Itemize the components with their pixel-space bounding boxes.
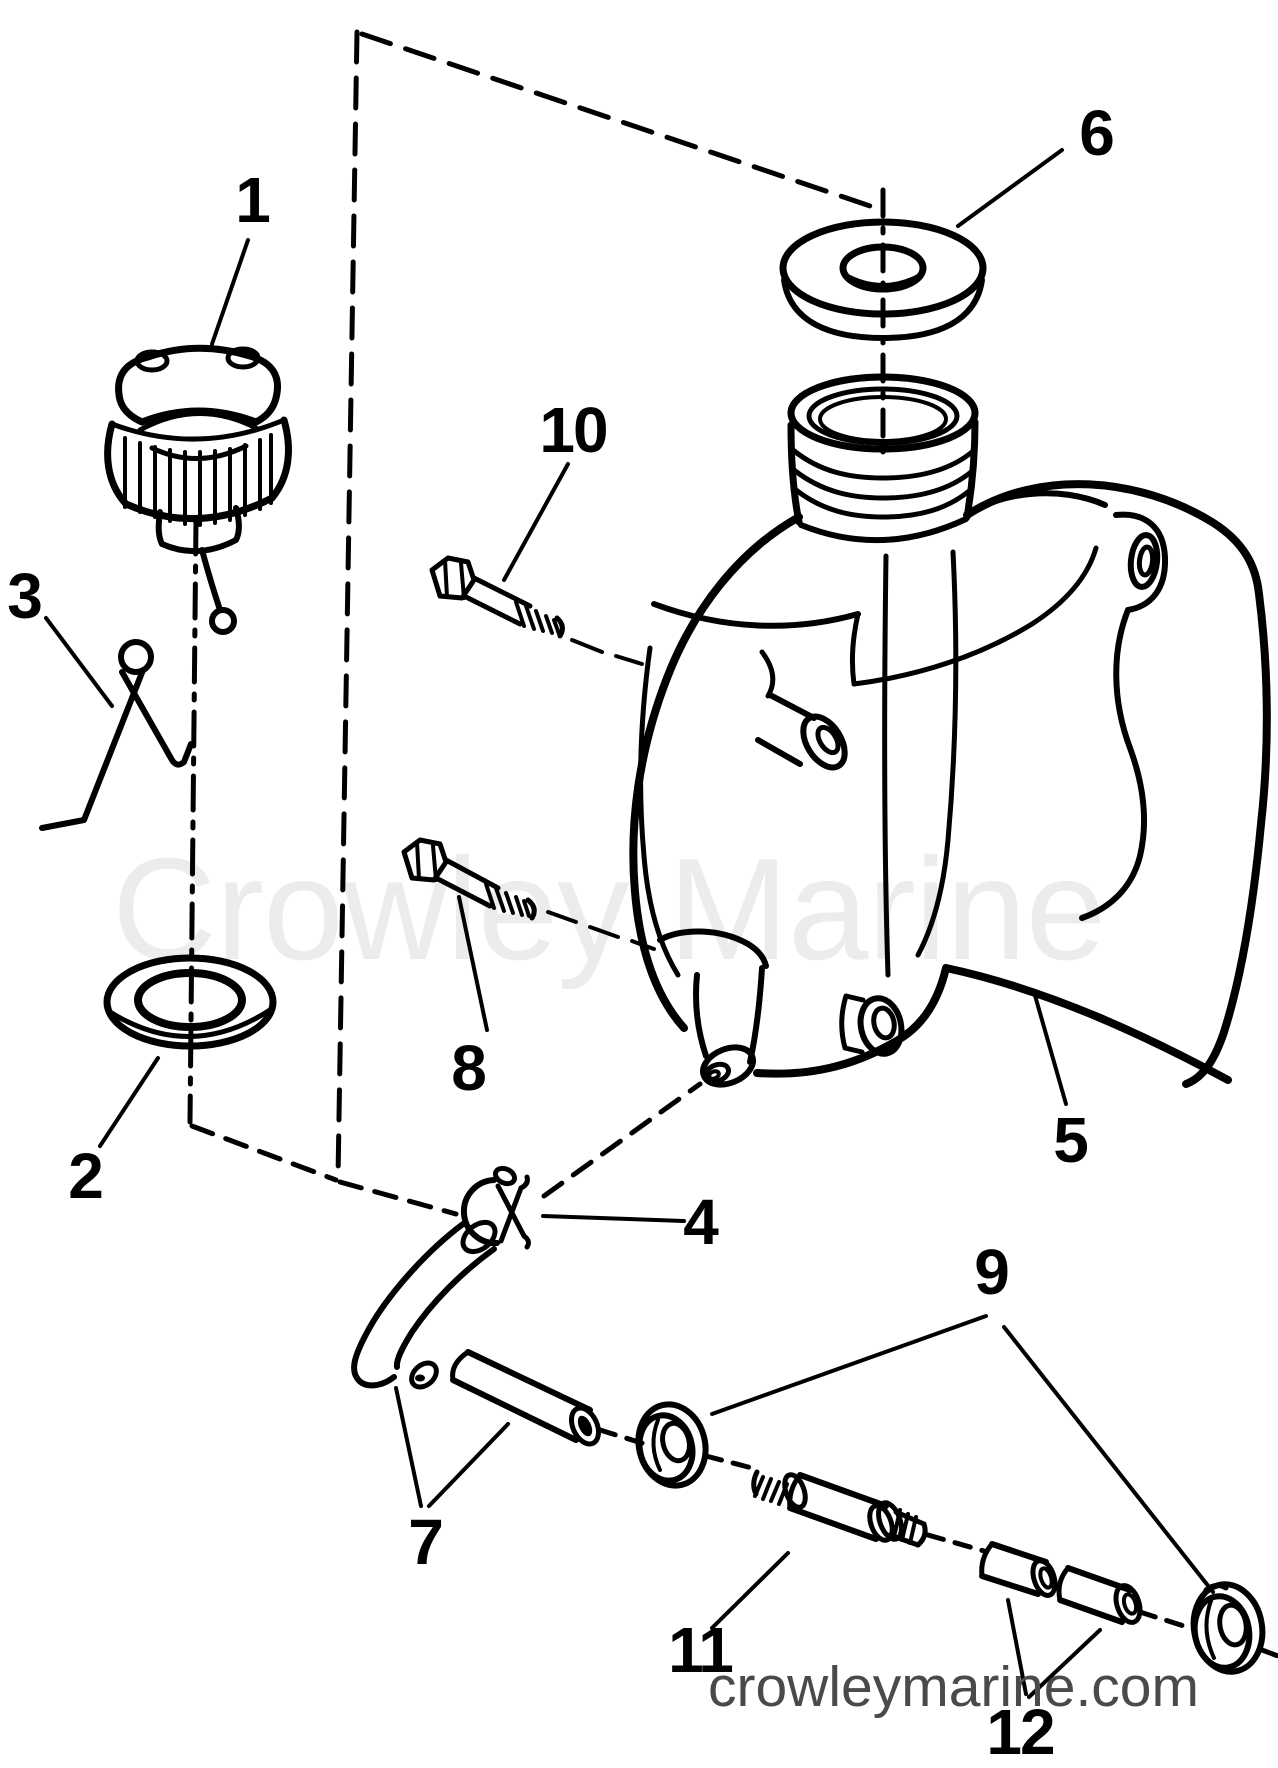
bolt-upper [429,555,644,666]
part-label-11: 11 [668,1614,734,1686]
gasket [103,954,277,1050]
bolt-threads [484,882,531,918]
part-label-2: 2 [68,1140,104,1212]
hose-clamp [461,1165,531,1250]
part-label-10: 10 [539,394,608,466]
front-boss [755,649,848,771]
part-label-6: 6 [1079,97,1115,169]
spacer-1 [979,1541,1058,1598]
spacer-2 [1056,1565,1143,1625]
retainer-clip [39,639,194,831]
tank-neck [787,373,979,544]
part-label-3: 3 [7,560,43,632]
oil-tank [629,373,1271,1088]
straight-hose [450,1349,602,1447]
filler-cap [104,344,292,635]
part-label-9: 9 [974,1236,1010,1308]
right-boss [1113,511,1169,613]
bottom-boss [839,993,905,1057]
part-label-5: 5 [1053,1104,1089,1176]
washer [779,218,987,341]
inline-filter [751,1469,928,1548]
part-label-12: 12 [986,1696,1055,1768]
watermark-text: Crowley Marine [112,828,1106,990]
leader-lines [44,148,1215,1699]
bolt-threads [514,600,561,636]
dipstick-loop [209,607,237,635]
elbow-hose [351,1219,498,1390]
drain-spout [657,928,769,1088]
part-label-1: 1 [235,164,271,236]
website-text: crowleymarine.com [708,1655,1199,1719]
part-label-4: 4 [683,1186,719,1258]
part-label-7: 7 [408,1506,444,1578]
part-label-8: 8 [451,1032,487,1104]
grommet-right [1190,1581,1266,1675]
bolt-lower [401,837,656,951]
grommet-left [635,1401,709,1489]
knurl-lines [123,433,273,527]
dipstick-rod [199,547,223,613]
construction-lines [187,29,1278,1659]
